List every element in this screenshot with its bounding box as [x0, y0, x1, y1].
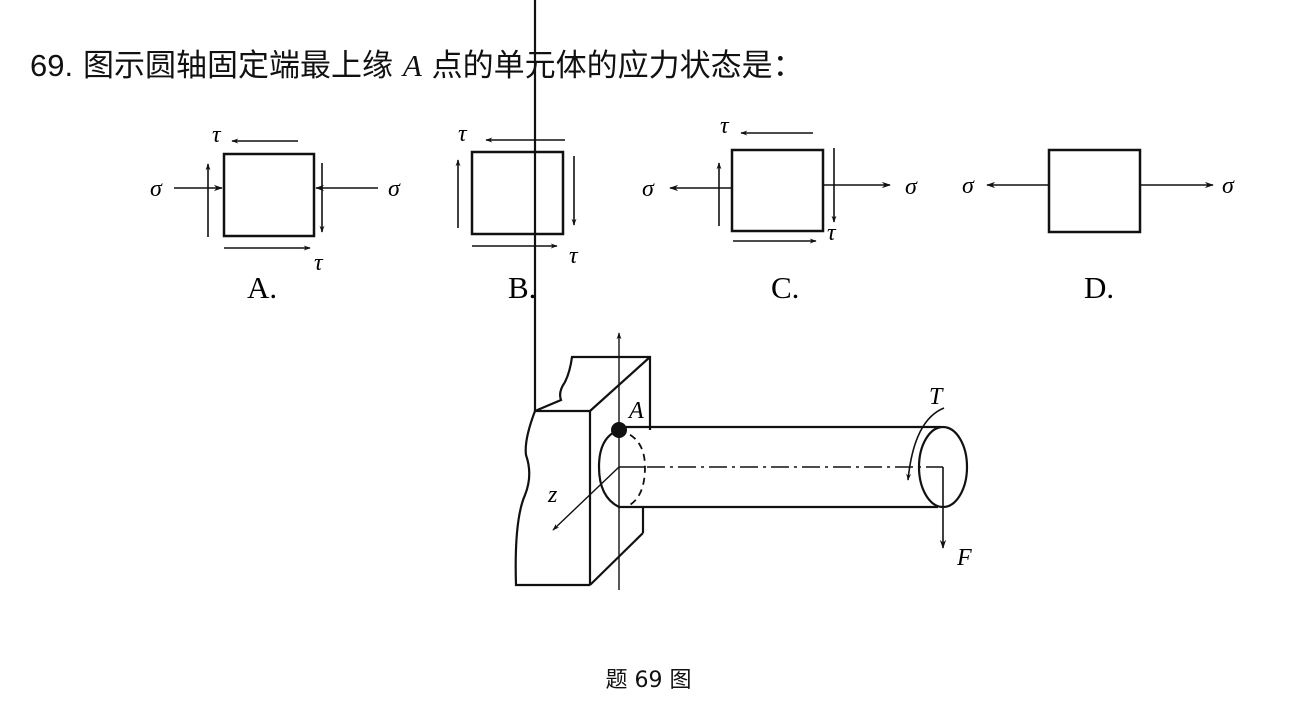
shaft-figure: z A T F — [514, 0, 972, 590]
option-b-label: B. — [508, 270, 536, 305]
option-a-sigma-right-label: σ — [388, 176, 401, 202]
option-a-tau-bottom-label: τ — [314, 250, 324, 276]
question-number: 69. — [30, 48, 74, 83]
option-c-tau-bottom-label: τ — [827, 220, 837, 246]
point-a-label: A — [627, 398, 644, 424]
z-axis-label: z — [547, 482, 558, 508]
option-c-square — [730, 148, 825, 233]
option-b-tau-top-label: τ — [458, 121, 468, 147]
option-a-element[interactable]: σ σ τ τ A. — [150, 122, 401, 305]
option-d-label: D. — [1084, 270, 1114, 305]
option-a-sigma-left-label: σ — [150, 176, 163, 202]
option-c-sigma-right-label: σ — [905, 174, 918, 200]
option-b-square — [470, 150, 565, 236]
option-c-label: C. — [771, 270, 799, 305]
option-a-tau-top-label: τ — [212, 122, 222, 148]
question-stem: 69. 图示圆轴固定端最上缘 A 点的单元体的应力状态是： — [30, 40, 804, 85]
option-a-square — [222, 152, 316, 238]
option-d-element[interactable]: σ σ D. — [962, 148, 1235, 305]
option-a-label: A. — [247, 270, 277, 305]
question-text-before: 图示圆轴固定端最上缘 — [82, 48, 393, 84]
option-c-element[interactable]: σ σ τ τ C. — [642, 113, 918, 305]
torque-arrow — [906, 407, 945, 481]
point-a-marker — [611, 422, 627, 438]
question-point: A — [402, 48, 422, 83]
option-c-sigma-left-label: σ — [642, 176, 655, 202]
figure-caption: 题 69 图 — [605, 668, 692, 693]
torque-label: T — [929, 384, 944, 410]
option-c-tau-top-label: τ — [720, 113, 730, 139]
question-text-after: 点的单元体的应力状态是： — [431, 48, 804, 84]
option-d-square — [1047, 148, 1142, 234]
z-axis-arrow — [552, 466, 620, 531]
fixed-wall — [514, 0, 652, 587]
option-d-sigma-left-label: σ — [962, 173, 975, 199]
option-b-tau-bottom-label: τ — [569, 243, 579, 269]
option-d-sigma-right-label: σ — [1222, 173, 1235, 199]
option-b-element[interactable]: τ τ B. — [455, 121, 579, 305]
force-label: F — [956, 545, 972, 571]
